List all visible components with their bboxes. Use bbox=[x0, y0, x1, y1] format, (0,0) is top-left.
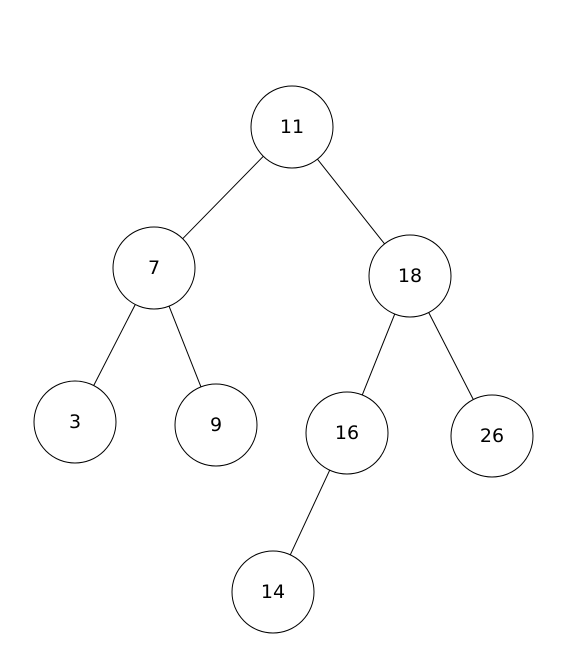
edge-11-18 bbox=[317, 158, 385, 245]
tree-node-11: 11 bbox=[250, 85, 334, 169]
edge-18-26 bbox=[428, 312, 474, 400]
tree-node-18: 18 bbox=[368, 234, 452, 318]
edge-7-9 bbox=[168, 305, 202, 388]
tree-node-26: 26 bbox=[450, 394, 534, 478]
node-label-16: 16 bbox=[335, 422, 359, 444]
tree-edges bbox=[93, 155, 474, 556]
edge-16-14 bbox=[289, 469, 331, 556]
tree-node-9: 9 bbox=[174, 383, 258, 467]
node-label-7: 7 bbox=[148, 257, 160, 279]
node-label-14: 14 bbox=[261, 581, 285, 603]
edge-7-3 bbox=[93, 304, 136, 386]
node-label-11: 11 bbox=[280, 116, 304, 138]
edge-11-7 bbox=[182, 155, 264, 240]
tree-node-14: 14 bbox=[231, 550, 315, 634]
edge-18-16 bbox=[361, 313, 396, 396]
tree-node-3: 3 bbox=[33, 380, 117, 464]
node-label-3: 3 bbox=[69, 411, 81, 433]
tree-node-16: 16 bbox=[305, 391, 389, 475]
node-label-9: 9 bbox=[210, 414, 222, 436]
node-label-18: 18 bbox=[398, 265, 422, 287]
node-label-26: 26 bbox=[480, 425, 504, 447]
tree-node-7: 7 bbox=[112, 226, 196, 310]
